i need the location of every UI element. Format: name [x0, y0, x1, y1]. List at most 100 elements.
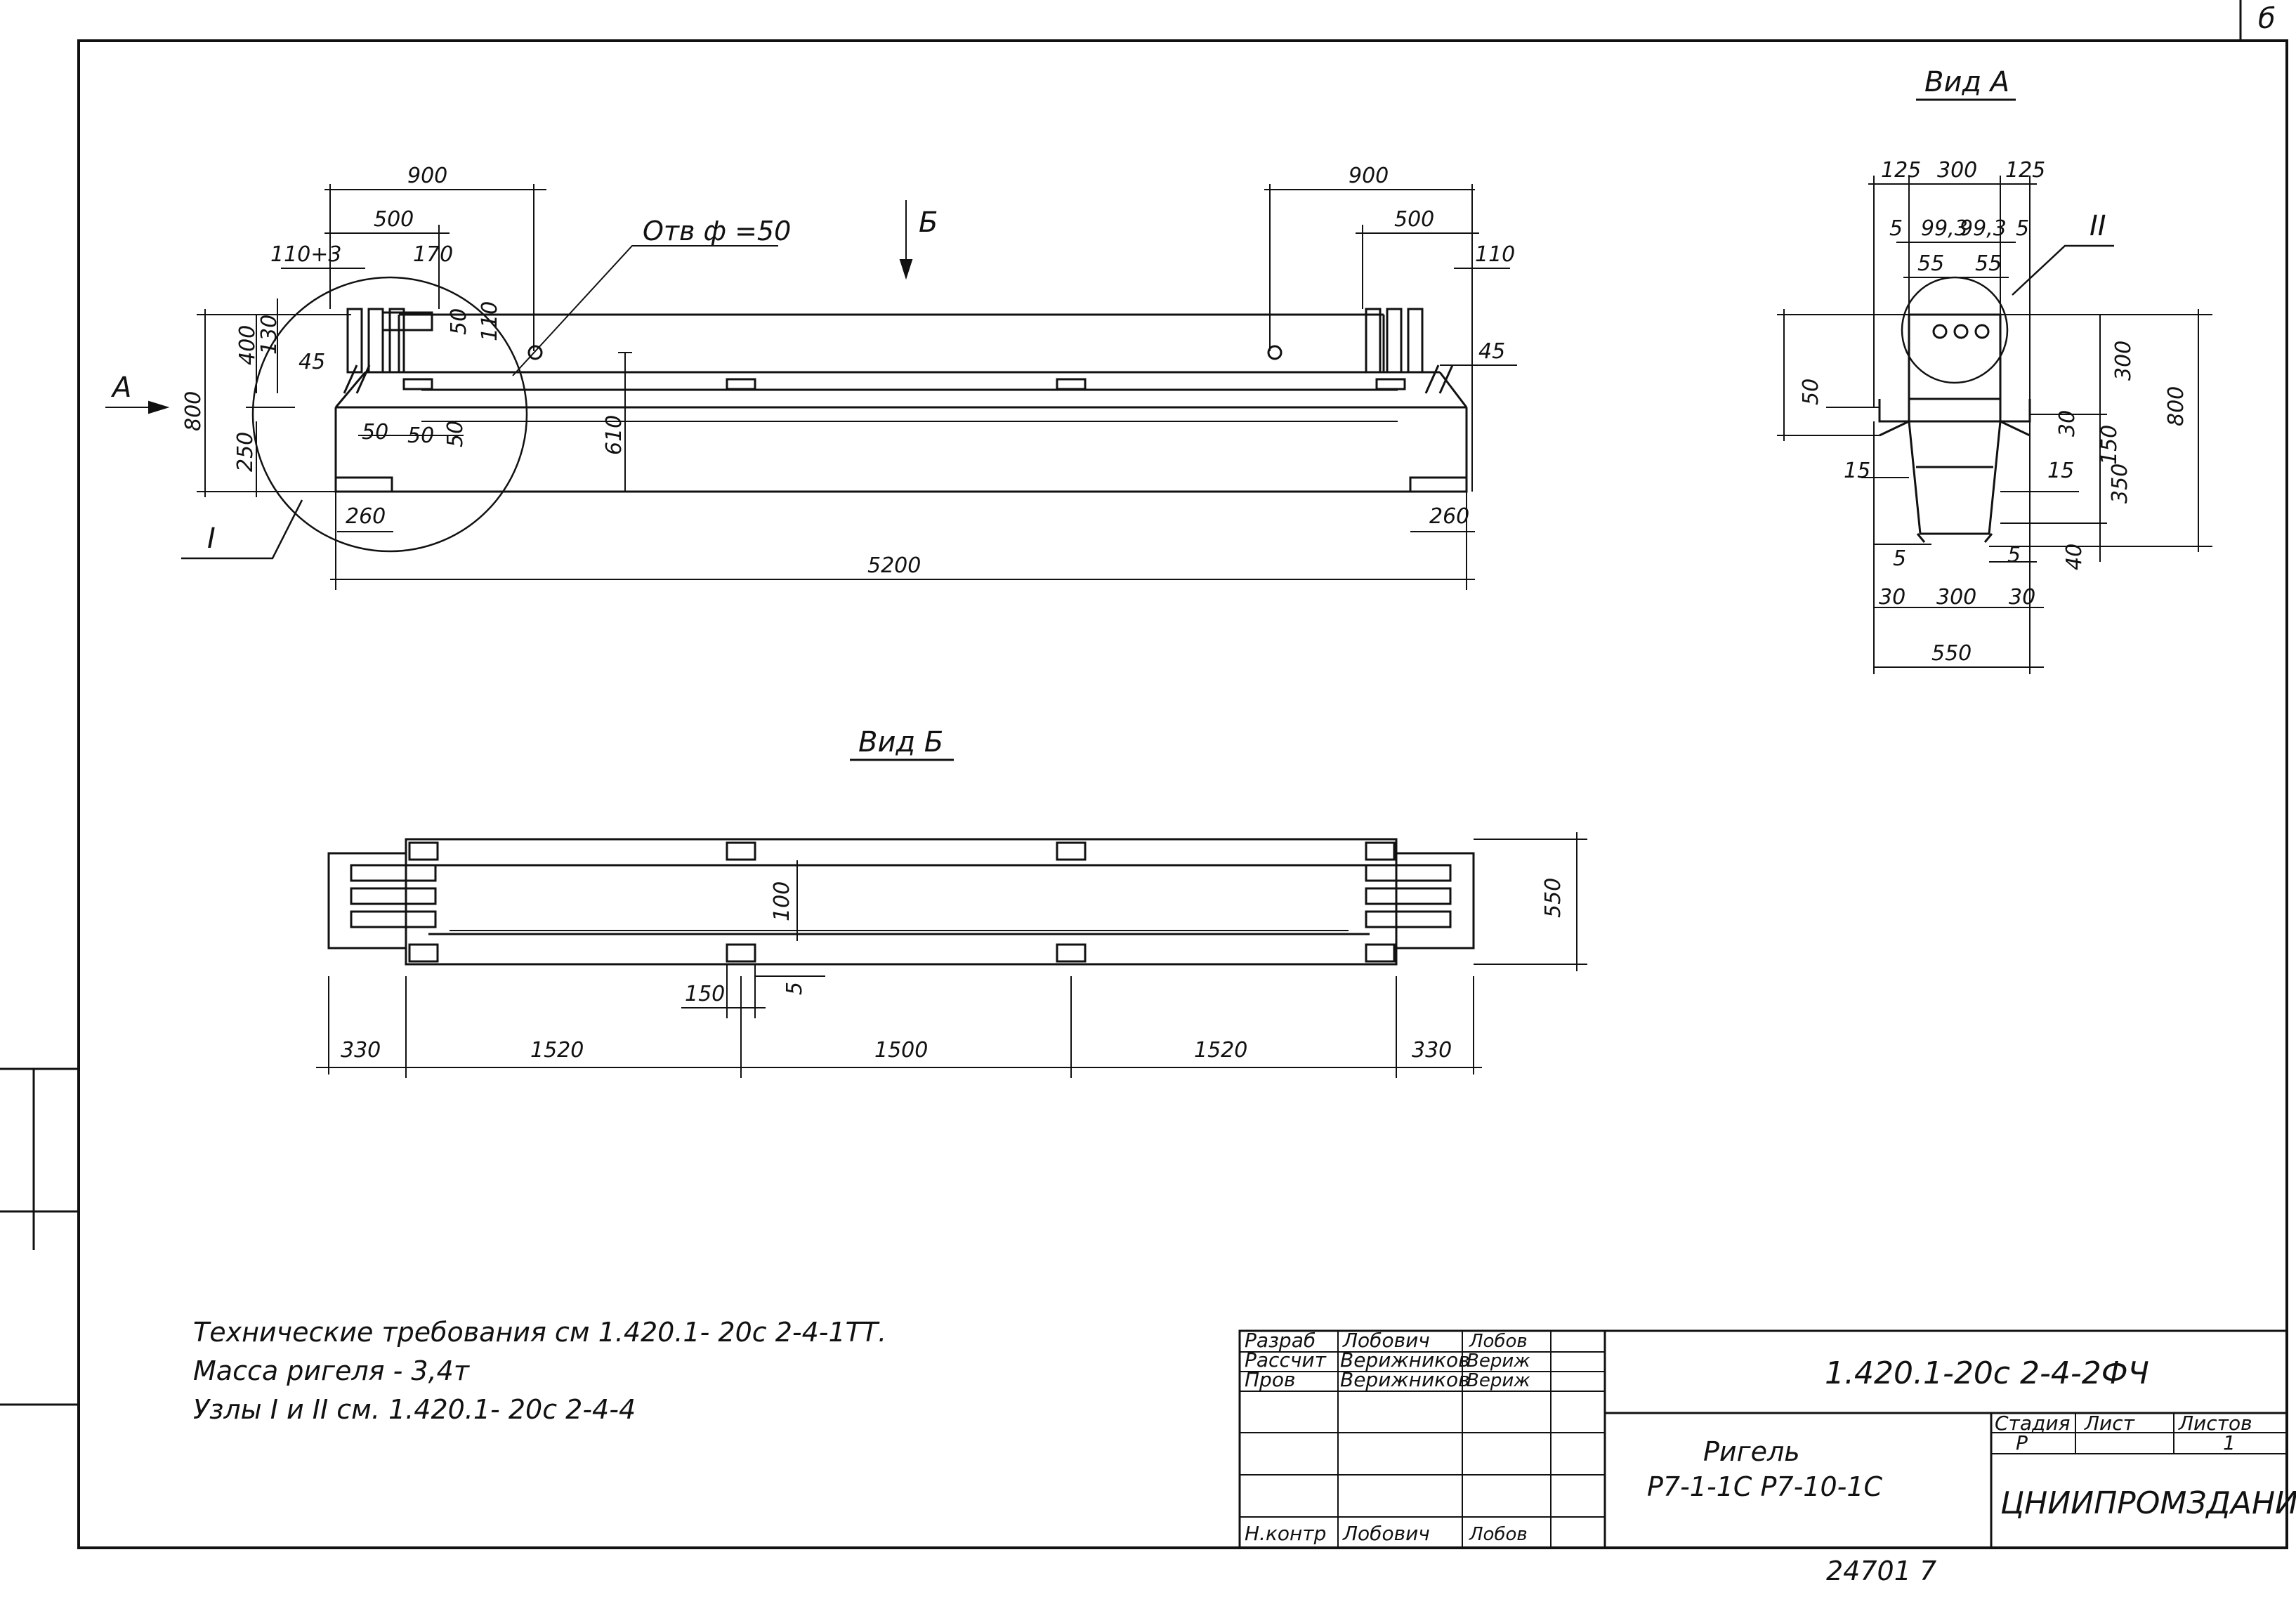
stage-value: Р: [2016, 1431, 2028, 1454]
node-2-label: II: [2090, 210, 2106, 242]
dim-left-800: 800: [181, 391, 206, 431]
dim-left-50a: 50: [447, 308, 471, 335]
title-block-grid: [1238, 1329, 2288, 1549]
dim-right-45: 45: [1478, 339, 1505, 364]
sheet-header: Лист: [2084, 1412, 2135, 1435]
va-dim-150: 150: [2097, 425, 2122, 465]
vb-dim-1520b: 1520: [1194, 1038, 1247, 1063]
dim-left-110b: 110: [478, 301, 502, 341]
dim-left-250: 250: [233, 432, 258, 472]
va-dim-993a: 99,3: [1921, 216, 1968, 241]
va-dim-5b: 5: [2016, 216, 2029, 241]
node-1-label: I: [207, 523, 216, 555]
title-block: Разраб Лобович Рассчит Верижников Пров В…: [1245, 1329, 2296, 1545]
front-view-beam: [181, 276, 1468, 560]
view-a-arrow-label: А: [110, 372, 131, 404]
vb-dim-1500: 1500: [874, 1038, 928, 1063]
va-dim-5d: 5: [2007, 543, 2021, 567]
tb-role-2: Пров: [1245, 1368, 1295, 1391]
va-dim-300: 300: [1937, 158, 1977, 183]
dim-left-50b: 50: [362, 420, 388, 445]
doc-code: 1.420.1-20с 2-4-2ФЧ: [1825, 1355, 2149, 1391]
view-b-arrow-label: Б: [919, 206, 938, 239]
note-nodes: Узлы I и II см. 1.420.1- 20с 2-4-4: [193, 1394, 636, 1425]
tb-name-1: Верижников: [1340, 1348, 1470, 1372]
organization: ЦНИИПРОМЗДАНИЙ: [2000, 1484, 2296, 1521]
notes: Технические требования см 1.420.1- 20с 2…: [193, 1317, 886, 1425]
va-dim-30b: 30: [2009, 585, 2035, 610]
va-dim-800: 800: [2164, 386, 2189, 426]
va-dim-55a: 55: [1917, 251, 1944, 276]
item-name: Ригель: [1703, 1436, 1800, 1467]
vb-dim-1520a: 1520: [530, 1038, 584, 1063]
dim-right-260: 260: [1429, 504, 1469, 529]
front-view-dimensions: [105, 184, 1517, 590]
va-dim-5c: 5: [1893, 546, 1906, 571]
dim-left-500: 500: [374, 207, 414, 232]
dim-5200: 5200: [867, 553, 921, 578]
dim-right-900: 900: [1349, 164, 1389, 188]
signature-3: Лобов: [1469, 1524, 1528, 1545]
va-dim-30r: 30: [2055, 410, 2080, 437]
va-dim-5a: 5: [1889, 216, 1903, 241]
vb-dim-150: 150: [685, 982, 725, 1006]
dim-left-45: 45: [299, 350, 325, 374]
dim-left-110-3: 110+3: [270, 242, 341, 267]
hole-label: Отв ф =50: [643, 216, 791, 247]
vb-dim-330a: 330: [341, 1038, 381, 1063]
sheets-value: 1: [2223, 1431, 2236, 1454]
va-dim-50: 50: [1799, 379, 1823, 405]
signature-0: Лобов: [1469, 1331, 1528, 1352]
dim-left-900: 900: [407, 164, 447, 188]
view-b-title: Вид Б: [858, 726, 943, 758]
vb-dim-550: 550: [1541, 878, 1566, 918]
vb-dim-330b: 330: [1412, 1038, 1452, 1063]
va-dim-125b: 125: [2005, 158, 2045, 183]
view-a-dimensions: [1777, 176, 2212, 674]
front-view-labels: Отв ф =50 Б А I 5200 900 500 110+3 170 1…: [110, 164, 1515, 578]
sheet-frame: [0, 0, 2288, 1549]
va-dim-55b: 55: [1975, 251, 2002, 276]
vb-dim-5: 5: [782, 982, 807, 995]
tb-role-1: Рассчит: [1245, 1348, 1327, 1372]
note-mass: Масса ригеля - 3,4т: [193, 1355, 471, 1386]
sheets-header: Листов: [2178, 1412, 2252, 1435]
dim-left-400: 400: [235, 325, 260, 365]
view-a-title: Вид А: [1924, 66, 2009, 98]
view-b-labels: Вид Б 550 100 150 5 330 1520 1500 1520 3…: [341, 726, 1566, 1063]
va-dim-300r: 300: [2111, 341, 2136, 381]
dim-left-50d: 50: [443, 421, 468, 447]
dim-left-50c: 50: [407, 423, 434, 448]
dim-left-130: 130: [257, 315, 282, 355]
stage-header: Стадия: [1995, 1412, 2070, 1435]
va-dim-350: 350: [2108, 464, 2132, 504]
view-b-dimensions: [316, 832, 1587, 1078]
item-marks: Р7-1-1С Р7-10-1С: [1647, 1471, 1883, 1502]
va-dim-30a: 30: [1879, 585, 1905, 610]
corner-mark: б: [2258, 3, 2276, 35]
dim-left-260: 260: [346, 504, 386, 529]
tb-name-2: Верижников: [1340, 1368, 1470, 1391]
tb-role-0: Разраб: [1245, 1329, 1316, 1352]
tb-name-0: Лобович: [1342, 1329, 1430, 1352]
va-dim-993b: 99,3: [1960, 216, 2007, 241]
va-dim-300b: 300: [1936, 585, 1976, 610]
signature-2: Вериж: [1467, 1370, 1530, 1391]
view-a-labels: Вид А II 125 300 125 5 99,3 99,3 5 55 55…: [1799, 66, 2189, 666]
dim-mid-610: 610: [602, 415, 627, 455]
dim-left-170: 170: [413, 242, 453, 267]
va-dim-15a: 15: [1844, 459, 1870, 483]
vb-dim-100: 100: [770, 881, 794, 921]
signature-1: Вериж: [1467, 1350, 1530, 1372]
dim-right-110: 110: [1475, 242, 1515, 267]
footer-number: 24701 7: [1826, 1556, 1936, 1586]
dim-right-500: 500: [1394, 207, 1434, 232]
view-b-plan: [327, 758, 1475, 966]
va-dim-15b: 15: [2047, 459, 2074, 483]
va-dim-550: 550: [1931, 641, 1972, 666]
tb-role-6: Н.контр: [1245, 1522, 1326, 1545]
tb-name-6: Лобович: [1342, 1522, 1430, 1545]
va-dim-125a: 125: [1881, 158, 1921, 183]
va-dim-40: 40: [2062, 544, 2087, 570]
